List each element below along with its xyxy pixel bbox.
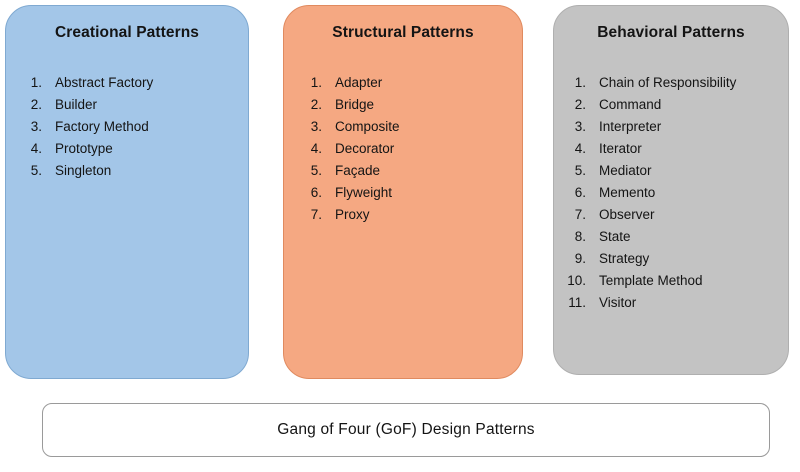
pattern-list-item: 3. Interpreter — [554, 116, 788, 138]
pattern-item-number: 1. — [574, 75, 586, 90]
pattern-item-label: Template Method — [599, 273, 703, 288]
pattern-list-item: 3. Factory Method — [6, 116, 248, 138]
pattern-item-number: 5. — [30, 163, 42, 178]
pattern-item-number: 2. — [574, 97, 586, 112]
pattern-item-number: 2. — [30, 97, 42, 112]
pattern-item-number: 3. — [574, 119, 586, 134]
pattern-item-number: 7. — [574, 207, 586, 222]
pattern-list-item: 1. Chain of Responsibility — [554, 72, 788, 94]
pattern-list-item: 6. Memento — [554, 182, 788, 204]
diagram-footer-label: Gang of Four (GoF) Design Patterns — [277, 421, 535, 438]
pattern-item-number: 1. — [310, 75, 322, 90]
pattern-list-item: 6. Flyweight — [284, 182, 522, 204]
diagram-footer-bar: Gang of Four (GoF) Design Patterns — [42, 403, 770, 457]
pattern-item-label: Chain of Responsibility — [599, 75, 737, 90]
pattern-item-number: 6. — [574, 185, 586, 200]
pattern-list-structural: 1. Adapter 2. Bridge 3. Composite 4. Decorator 5… — [284, 72, 522, 226]
pattern-item-number: 5. — [310, 163, 322, 178]
pattern-list-item: 4. Prototype — [6, 138, 248, 160]
pattern-item-label: Bridge — [335, 97, 375, 112]
pattern-item-label: Factory Method — [55, 119, 149, 134]
pattern-item-label: Composite — [335, 119, 400, 134]
pattern-item-number: 10. — [567, 273, 586, 288]
pattern-item-label: Abstract Factory — [55, 75, 154, 90]
pattern-item-number: 2. — [310, 97, 322, 112]
pattern-item-number: 4. — [30, 141, 42, 156]
pattern-list-item: 2. Builder — [6, 94, 248, 116]
pattern-item-label: Adapter — [335, 75, 383, 90]
pattern-list-item: 3. Composite — [284, 116, 522, 138]
pattern-item-number: 4. — [574, 141, 586, 156]
pattern-list-item: 5. Mediator — [554, 160, 788, 182]
pattern-item-label: Prototype — [55, 141, 113, 156]
pattern-item-label: Iterator — [599, 141, 642, 156]
pattern-list-behavioral: 1. Chain of Responsibility 2. Command 3. Inte… — [554, 72, 788, 314]
pattern-list-item: 5. Singleton — [6, 160, 248, 182]
pattern-item-number: 3. — [30, 119, 42, 134]
category-title-creational: Creational Patterns — [54, 24, 200, 41]
pattern-list-item: 2. Command — [554, 94, 788, 116]
pattern-list-item: 4. Decorator — [284, 138, 522, 160]
pattern-item-label: Interpreter — [599, 119, 662, 134]
pattern-item-label: Visitor — [599, 295, 637, 310]
pattern-list-item: 4. Iterator — [554, 138, 788, 160]
pattern-list-item: 11. Visitor — [554, 292, 788, 314]
pattern-item-label: Decorator — [335, 141, 395, 156]
pattern-list-creational: 1. Abstract Factory 2. Builder 3. Factory Met… — [6, 72, 248, 182]
pattern-item-label: Observer — [599, 207, 655, 222]
pattern-item-label: Mediator — [599, 163, 652, 178]
pattern-item-label: State — [599, 229, 631, 244]
pattern-list-item: 8. State — [554, 226, 788, 248]
pattern-item-number: 11. — [568, 295, 586, 310]
pattern-item-number: 9. — [574, 251, 586, 266]
pattern-list-item: 5. Façade — [284, 160, 522, 182]
pattern-list-item: 9. Strategy — [554, 248, 788, 270]
category-title-behavioral: Behavioral Patterns — [597, 24, 745, 41]
category-box-structural: Structural Patterns 1. Adapter 2. Bridge 3. C… — [283, 5, 523, 379]
pattern-list-item: 10. Template Method — [554, 270, 788, 292]
pattern-item-label: Builder — [55, 97, 98, 112]
pattern-item-number: 8. — [574, 229, 586, 244]
pattern-list-item: 1. Adapter — [284, 72, 522, 94]
pattern-item-label: Command — [599, 97, 662, 112]
pattern-item-number: 1. — [30, 75, 42, 90]
category-title-structural: Structural Patterns — [332, 24, 474, 41]
pattern-item-number: 3. — [310, 119, 322, 134]
pattern-item-label: Façade — [335, 163, 381, 178]
pattern-item-number: 6. — [310, 185, 322, 200]
pattern-item-number: 7. — [310, 207, 322, 222]
pattern-item-label: Flyweight — [335, 185, 393, 200]
pattern-item-number: 5. — [574, 163, 586, 178]
pattern-item-label: Singleton — [55, 163, 112, 178]
pattern-list-item: 7. Proxy — [284, 204, 522, 226]
category-box-behavioral: Behavioral Patterns 1. Chain of Responsib… — [553, 5, 789, 375]
pattern-list-item: 2. Bridge — [284, 94, 522, 116]
category-box-creational: Creational Patterns 1. Abstract Factory 2.… — [5, 5, 249, 379]
pattern-item-label: Memento — [599, 185, 656, 200]
pattern-item-number: 4. — [310, 141, 322, 156]
pattern-list-item: 1. Abstract Factory — [6, 72, 248, 94]
pattern-item-label: Strategy — [599, 251, 650, 266]
pattern-item-label: Proxy — [335, 207, 370, 222]
pattern-list-item: 7. Observer — [554, 204, 788, 226]
